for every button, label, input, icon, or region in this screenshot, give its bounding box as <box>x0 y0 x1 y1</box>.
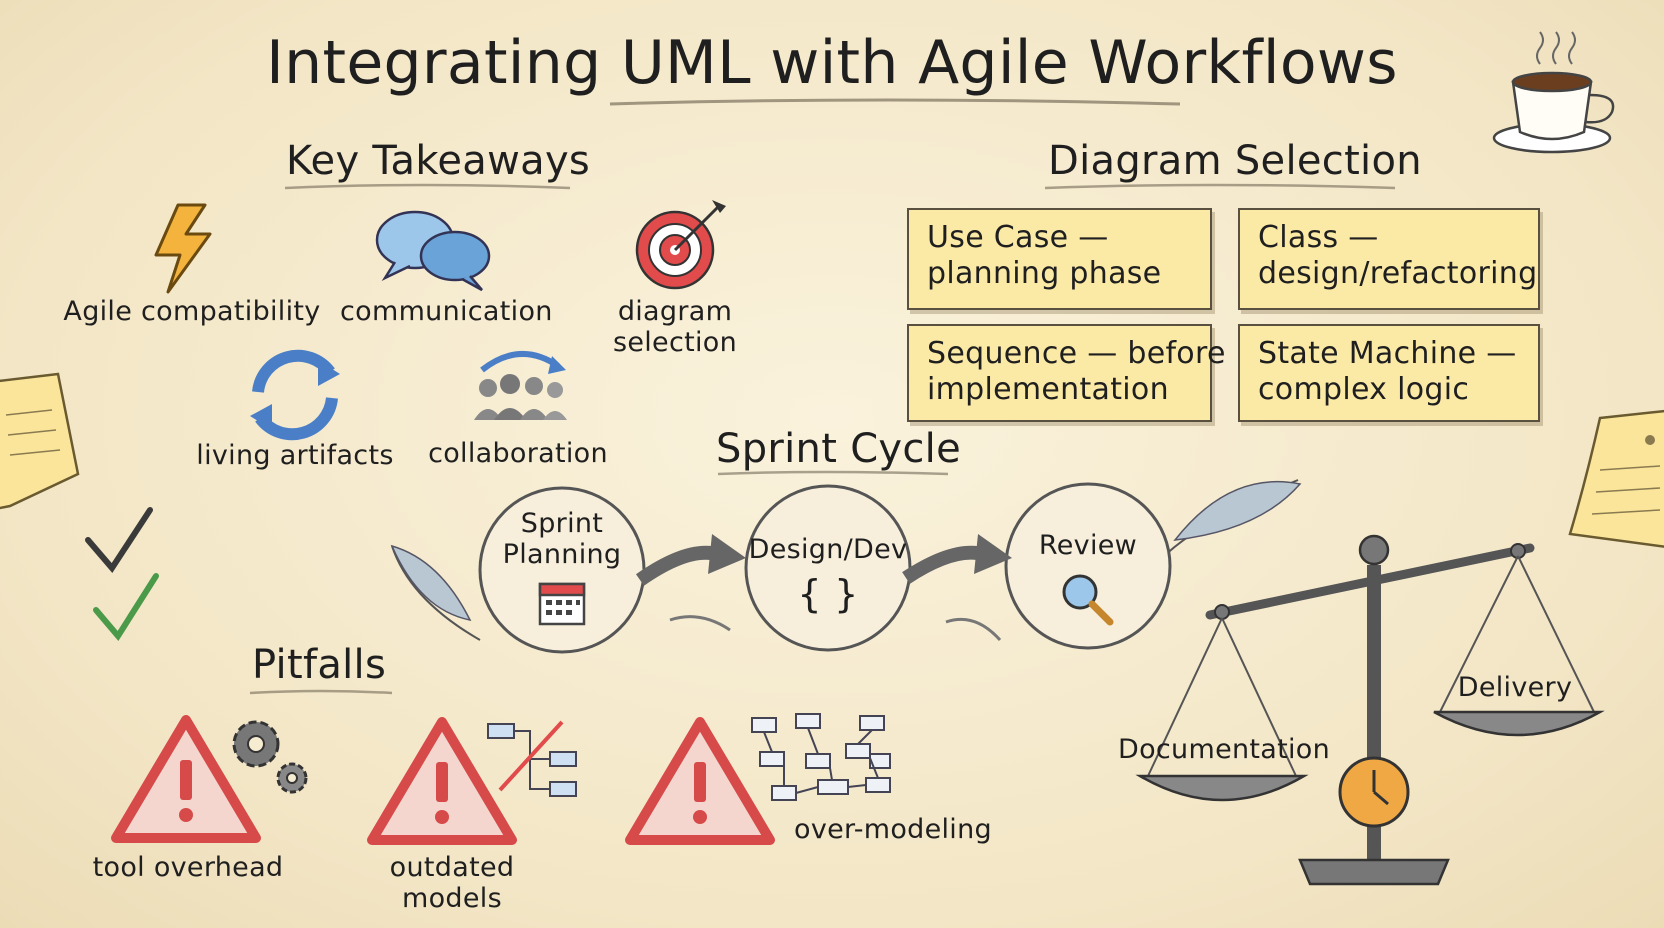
warning-triangle-icon <box>367 717 517 845</box>
takeaway-label: Agile compatibility <box>63 296 321 327</box>
stage-line: Planning <box>502 539 622 571</box>
gears-icon <box>232 720 308 794</box>
warning-triangle-icon <box>111 715 261 843</box>
check-mark-icon <box>85 507 153 573</box>
check-mark-icon <box>93 573 159 642</box>
scale-left-label: Documentation <box>1118 734 1331 765</box>
note-line: State Machine — <box>1258 336 1517 371</box>
sprint-cycle-heading: Sprint Cycle <box>716 426 962 472</box>
diagram-note-use-case: Use Case — planning phase <box>907 208 1212 310</box>
crossed-diagram-icon <box>487 720 577 797</box>
pitfall-label: tool overhead <box>92 852 284 883</box>
sticky-note-icon <box>1568 409 1664 548</box>
sticky-note-icon <box>0 372 80 510</box>
note-line: Class — <box>1258 220 1379 255</box>
arrow-icon <box>902 534 1012 641</box>
braces-icon: { } <box>797 572 859 617</box>
note-line: design/refactoring <box>1258 256 1538 291</box>
arrow-icon <box>635 534 746 632</box>
scale-icon <box>1135 534 1605 886</box>
sprint-stage-label: Design/Dev { } <box>748 534 908 617</box>
feather-icon <box>1159 479 1302 561</box>
coffee-cup-icon <box>1492 31 1615 154</box>
sprint-stage-label: Review <box>1038 530 1138 561</box>
takeaway-label: living artifacts <box>196 440 394 471</box>
people-group-icon <box>474 351 567 420</box>
target-icon <box>635 200 726 290</box>
note-line: implementation <box>927 372 1169 407</box>
stage-line: Sprint <box>520 508 604 539</box>
calendar-icon <box>538 582 586 626</box>
note-line: Sequence — before <box>927 336 1226 371</box>
note-line: complex logic <box>1258 372 1470 407</box>
diagram-note-class: Class — design/refactoring <box>1238 208 1540 310</box>
warning-triangle-icon <box>625 717 775 845</box>
page-title: Integrating UML with Agile Workflows <box>266 28 1398 98</box>
key-takeaways-heading: Key Takeaways <box>286 138 591 184</box>
pitfall-label: over-modeling <box>794 814 992 845</box>
magnifier-icon <box>1062 574 1114 626</box>
stage-line: Design/Dev <box>748 534 908 565</box>
pitfall-label: outdated models <box>389 852 515 915</box>
takeaway-label: communication <box>340 296 553 327</box>
note-line: Use Case — <box>927 220 1109 255</box>
sprint-stage-circle <box>1004 482 1172 650</box>
diagram-note-state-machine: State Machine — complex logic <box>1238 324 1540 422</box>
pitfalls-heading: Pitfalls <box>252 642 387 688</box>
refresh-arrows-icon <box>250 349 340 441</box>
speech-bubbles-icon <box>375 210 491 292</box>
lightning-icon <box>154 203 212 294</box>
takeaway-label: diagram selection <box>612 296 738 359</box>
takeaway-label: collaboration <box>428 438 608 469</box>
diagram-selection-heading: Diagram Selection <box>1048 138 1422 184</box>
feather-icon <box>390 544 481 641</box>
sprint-stage-label: Sprint Planning <box>492 508 632 570</box>
diagram-note-sequence: Sequence — before implementation <box>907 324 1226 422</box>
note-line: planning phase <box>927 256 1162 291</box>
scale-right-label: Delivery <box>1457 672 1573 703</box>
complex-diagram-icon <box>751 713 891 801</box>
